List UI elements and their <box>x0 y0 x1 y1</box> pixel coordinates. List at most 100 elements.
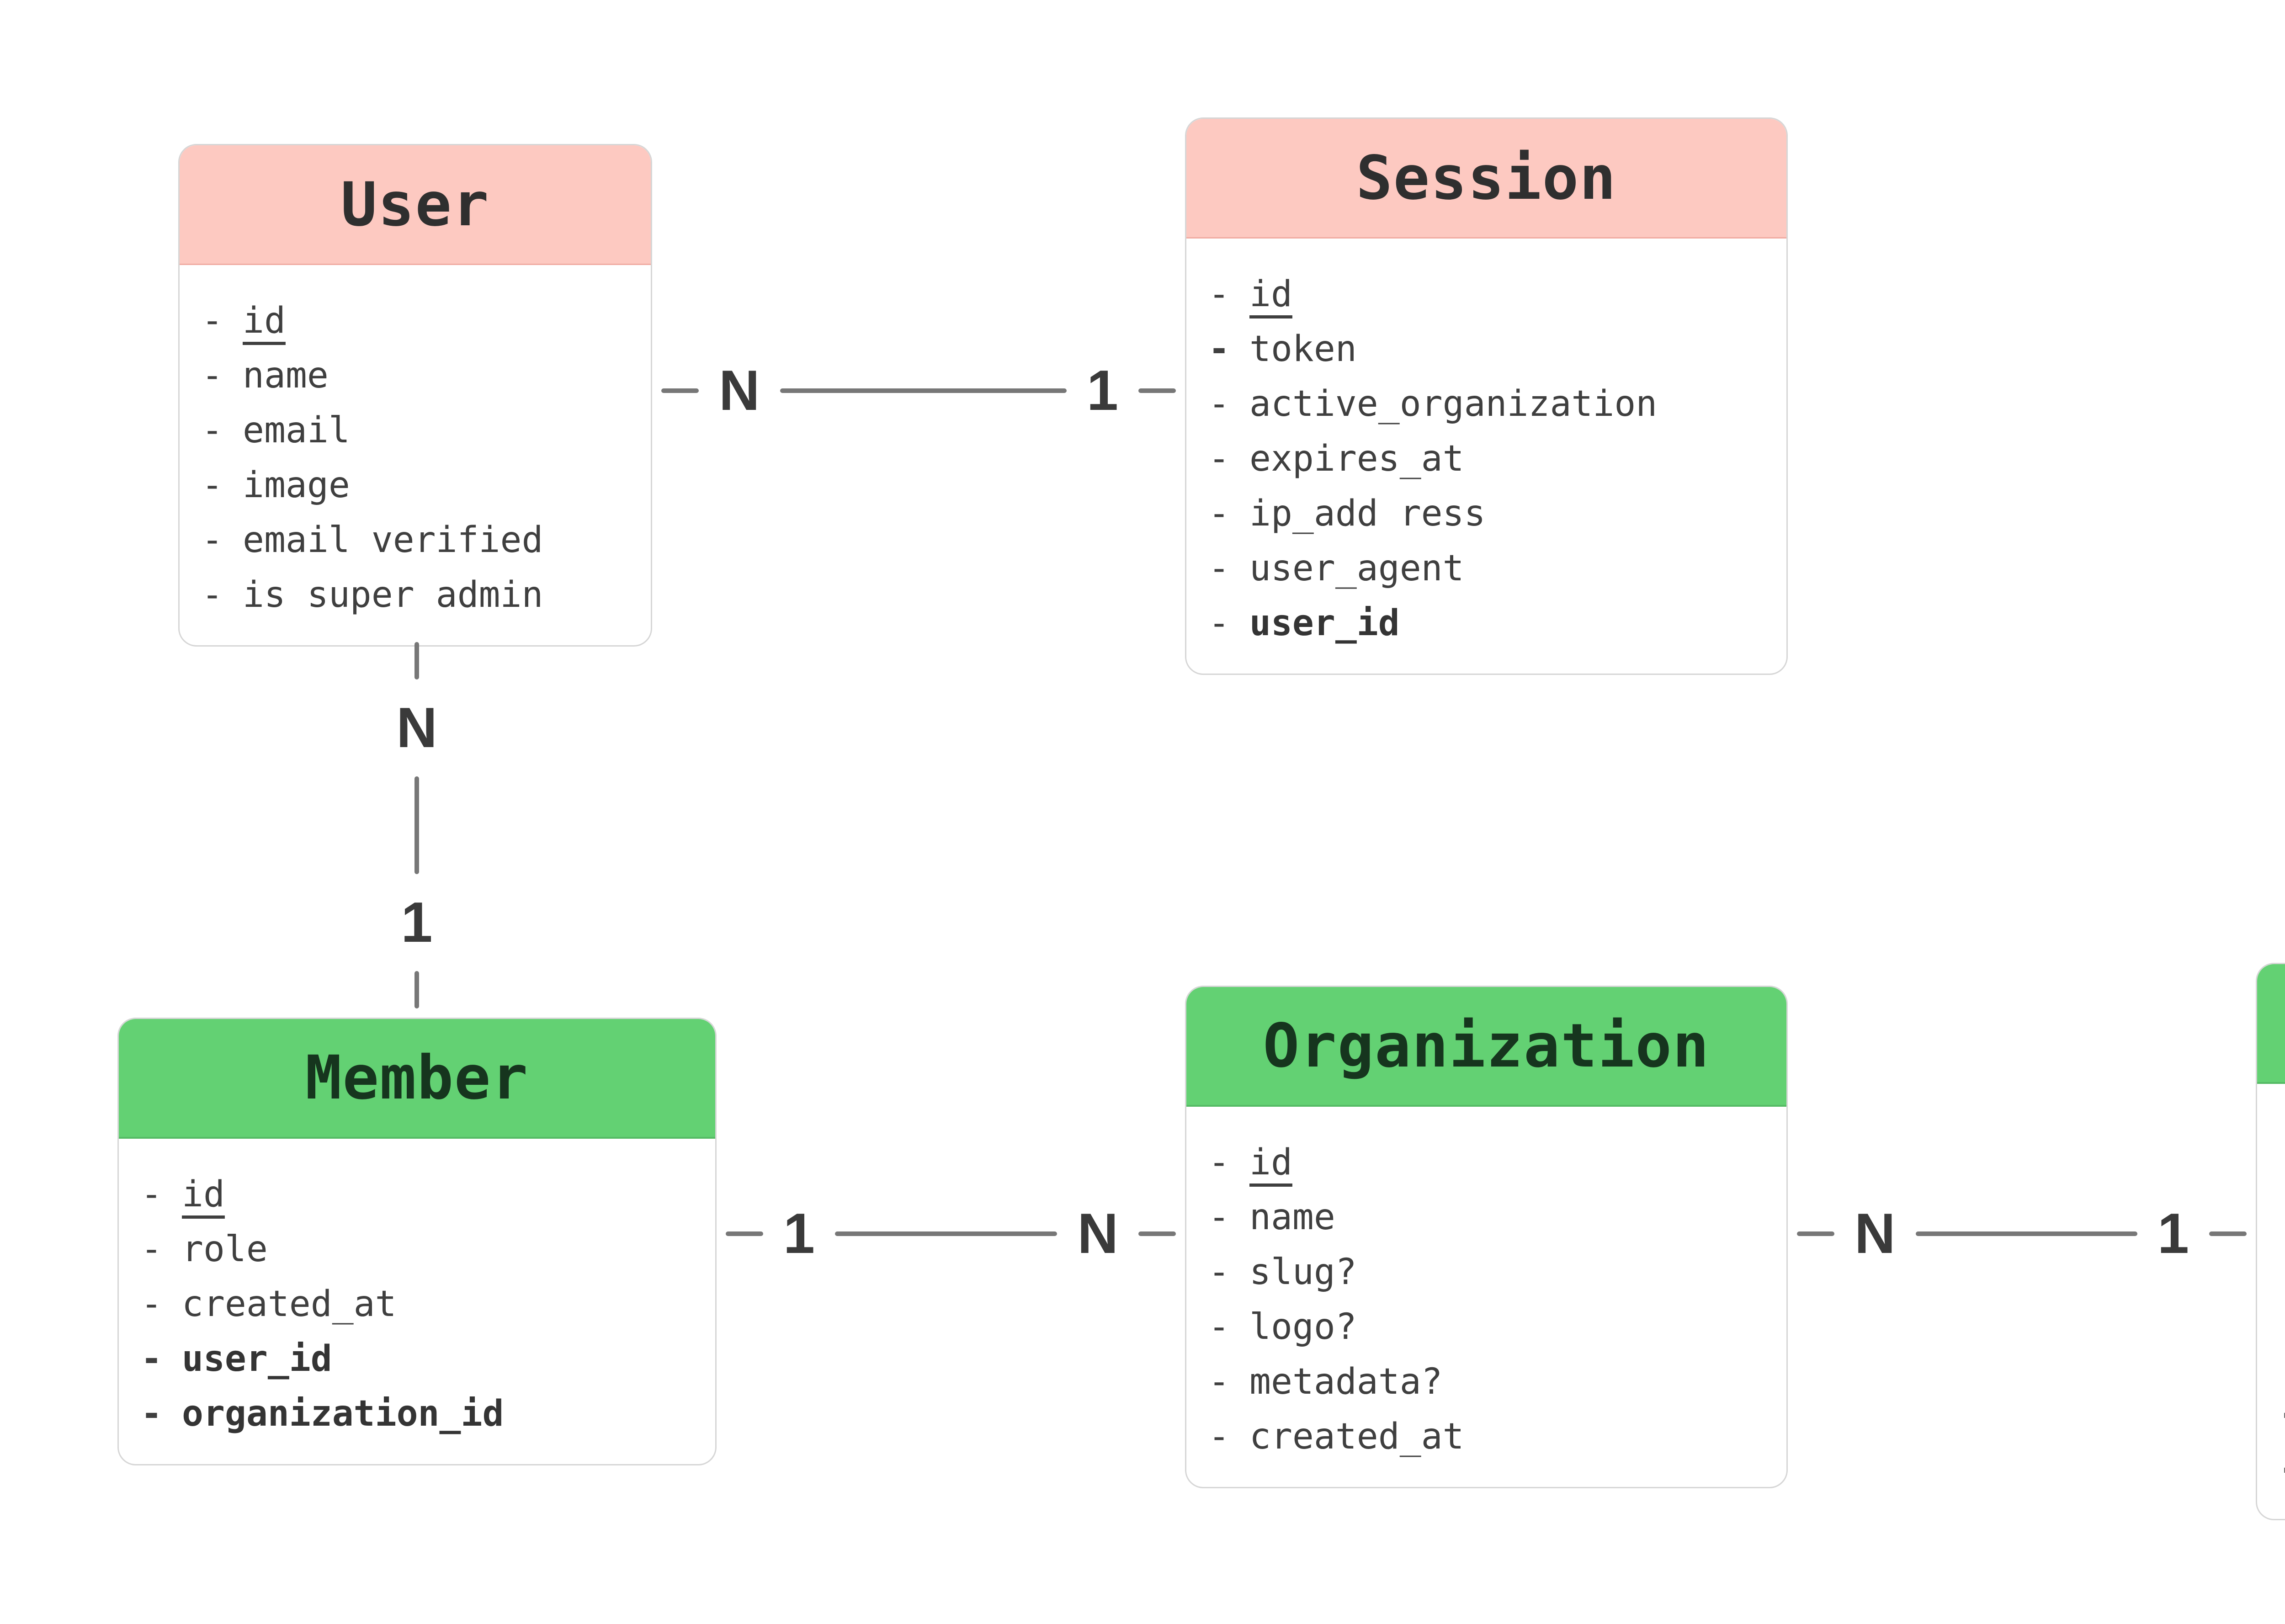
field-row: -organization_id <box>141 1386 697 1441</box>
field-dash: - <box>141 1284 162 1325</box>
field-row: -is super admin <box>202 568 632 622</box>
relation-user-member: N 1 <box>380 642 453 1008</box>
field-row: -id <box>2279 1112 2285 1167</box>
relation-tick <box>1138 1231 1176 1236</box>
field-row: -name <box>202 348 632 403</box>
relation-tick <box>2209 1231 2247 1236</box>
cardinality-label: N <box>1855 1202 1896 1265</box>
field-dash: - <box>2279 1332 2285 1386</box>
field-dash: - <box>1208 383 1230 425</box>
field-name: slug? <box>1249 1252 1357 1293</box>
cardinality-label: N <box>1077 1202 1118 1265</box>
cardinality-label: 1 <box>2157 1202 2189 1265</box>
field-row: -token <box>1208 322 1768 377</box>
field-dash: - <box>2279 1441 2285 1496</box>
cardinality-label: N <box>396 696 437 759</box>
field-row: -id <box>1208 267 1768 322</box>
field-name: user_id <box>1249 603 1400 644</box>
field-row: -expires_at <box>1208 431 1768 486</box>
entity-invitation-header: Invitation <box>2257 964 2285 1084</box>
field-row: -user_id <box>1208 596 1768 651</box>
field-name: metadata? <box>1249 1361 1443 1402</box>
field-name: user_agent <box>1249 548 1464 589</box>
field-dash: - <box>1208 1142 1230 1183</box>
field-row: -name <box>1208 1190 1768 1245</box>
relation-tick <box>1138 388 1176 393</box>
field-dash: - <box>202 355 223 396</box>
field-dash: - <box>1208 274 1230 315</box>
cardinality-label: 1 <box>783 1202 815 1265</box>
relation-tick <box>1797 1231 1834 1236</box>
field-dash: - <box>2279 1222 2285 1277</box>
relation-line <box>834 1231 1057 1236</box>
field-dash: - <box>141 1338 162 1380</box>
entity-member-fields: -id-role-created_at-user_id-organization… <box>119 1139 715 1464</box>
entity-user-header: User <box>180 145 651 265</box>
field-row: -active_organization <box>1208 377 1768 431</box>
relation-tick <box>414 971 419 1008</box>
entity-organization[interactable]: Organization -id-name-slug?-logo?-metada… <box>1185 986 1788 1488</box>
field-dash: - <box>1208 1197 1230 1238</box>
field-name: role <box>182 1229 268 1270</box>
field-row: -expires at <box>2279 1332 2285 1386</box>
field-name: created_at <box>1249 1416 1464 1457</box>
field-name: name <box>1249 1197 1335 1238</box>
relation-user-session: N 1 <box>661 352 1176 430</box>
field-row: -user_id <box>141 1332 697 1386</box>
field-name: organization_id <box>182 1393 504 1434</box>
field-dash: - <box>1208 1252 1230 1293</box>
field-name: logo? <box>1249 1306 1357 1348</box>
field-name: ip_add ress <box>1249 493 1486 534</box>
field-dash: - <box>1208 1306 1230 1348</box>
field-row: -id <box>202 293 632 348</box>
field-row: -inviter_id (user_id) <box>2279 1386 2285 1441</box>
field-row: -created_at <box>1208 1409 1768 1464</box>
entity-member[interactable]: Member -id-role-created_at-user_id-organ… <box>117 1018 717 1465</box>
entity-organization-fields: -id-name-slug?-logo?-metadata?-created_a… <box>1186 1107 1786 1487</box>
field-row: -slug? <box>1208 1245 1768 1300</box>
field-name: created_at <box>182 1284 397 1325</box>
field-dash: - <box>1208 438 1230 479</box>
field-name: email verified <box>243 520 543 561</box>
field-name: user_id <box>182 1338 332 1380</box>
relation-tick <box>726 1231 763 1236</box>
field-row: -email verified <box>202 513 632 568</box>
field-name: email <box>243 410 350 451</box>
entity-organization-header: Organization <box>1186 987 1786 1107</box>
relation-member-organization: 1 N <box>726 1195 1176 1273</box>
field-dash: - <box>1208 603 1230 644</box>
field-row: -role <box>2279 1222 2285 1277</box>
field-name: id <box>182 1174 225 1215</box>
field-name: image <box>243 465 350 506</box>
field-row: -created_at <box>141 1277 697 1332</box>
field-dash: - <box>141 1393 162 1434</box>
field-name: is super admin <box>243 574 543 616</box>
field-dash: - <box>2279 1277 2285 1332</box>
field-row: -logo? <box>1208 1300 1768 1354</box>
field-name: id <box>1249 274 1292 315</box>
entity-user-fields: -id-name-email-image-email verified-is s… <box>180 265 651 645</box>
field-row: -role <box>141 1222 697 1277</box>
field-name: id <box>1249 1142 1292 1183</box>
entity-user[interactable]: User -id-name-email-image-email verified… <box>178 144 652 647</box>
field-name: active_organization <box>1249 383 1658 425</box>
field-dash: - <box>1208 548 1230 589</box>
relation-line <box>414 776 419 874</box>
field-row: -id <box>1208 1135 1768 1190</box>
field-dash: - <box>202 410 223 451</box>
cardinality-label: 1 <box>401 891 433 954</box>
field-name: expires_at <box>1249 438 1464 479</box>
field-dash: - <box>1208 493 1230 534</box>
entity-invitation[interactable]: Invitation -id-email-role-status-expires… <box>2256 963 2285 1520</box>
entity-session[interactable]: Session -id-token-active_organization-ex… <box>1185 117 1788 675</box>
relation-line <box>1915 1231 2138 1236</box>
field-dash: - <box>202 574 223 616</box>
entity-session-title: Session <box>1356 143 1617 213</box>
field-dash: - <box>2279 1112 2285 1167</box>
field-row: -ip_add ress <box>1208 486 1768 541</box>
field-dash: - <box>202 465 223 506</box>
field-dash: - <box>141 1174 162 1215</box>
field-dash: - <box>1208 1416 1230 1457</box>
field-name: name <box>243 355 329 396</box>
relation-tick <box>414 642 419 679</box>
